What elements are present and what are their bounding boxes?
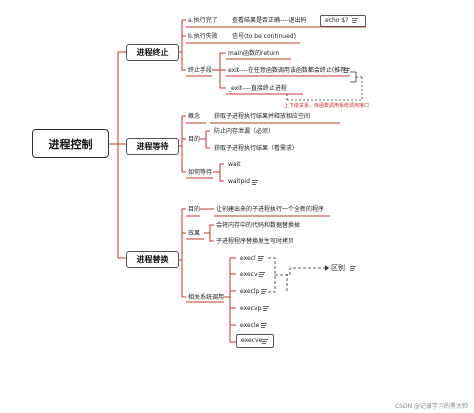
section-label: 进程终止	[136, 48, 169, 57]
node-prevent-leak[interactable]: 防止内存泄漏（必须）	[214, 128, 275, 135]
node-main-return[interactable]: main函数的return	[228, 50, 280, 57]
note-icon[interactable]	[259, 272, 265, 277]
note-icon[interactable]	[261, 289, 267, 294]
node-failed[interactable]: b.执行失败	[188, 33, 218, 40]
note-icon[interactable]	[261, 323, 267, 328]
node-replace-code[interactable]: 会将内存中的代码和数据替换掉	[216, 222, 301, 229]
node-execlp[interactable]: execlp	[240, 288, 260, 295]
node-exec-purpose[interactable]: 目的	[188, 206, 201, 213]
node-wait[interactable]: wait	[228, 161, 241, 168]
node-finished[interactable]: a.执行完了	[188, 17, 218, 24]
note-icon[interactable]	[263, 306, 269, 311]
note-icon[interactable]	[352, 18, 358, 23]
node-underscore-exit[interactable]: _exit----直接终止进程	[228, 85, 287, 92]
section-process-replace[interactable]: 进程替换	[126, 251, 179, 268]
node-check-result[interactable]: 查看结果是否正确----退出码	[232, 17, 307, 24]
watermark: CSDN @记录学习的黑大帅	[394, 403, 468, 410]
node-waitpid[interactable]: waitpid	[228, 178, 250, 185]
note-icon[interactable]	[350, 266, 356, 271]
node-concept-detail[interactable]: 获取子进程执行结果并释放相应空间	[214, 113, 311, 120]
node-difference[interactable]: 区别	[331, 264, 345, 272]
node-execvp[interactable]: execvp	[240, 305, 262, 312]
node-execl[interactable]: execl	[240, 255, 256, 262]
node-syscalls[interactable]: 相关系统调用	[188, 294, 225, 301]
node-how-wait[interactable]: 如何等待	[188, 169, 213, 176]
section-process-termination[interactable]: 进程终止	[126, 44, 179, 61]
section-label: 进程等待	[136, 142, 169, 151]
section-process-wait[interactable]: 进程等待	[126, 138, 179, 155]
node-termination-methods[interactable]: 终止手段	[188, 67, 213, 74]
node-execve[interactable]: execve	[236, 334, 274, 348]
note-relationship: 上下级关系，库函数调用系统调用接口	[284, 103, 370, 109]
node-execv[interactable]: execv	[240, 271, 258, 278]
section-label: 进程替换	[136, 255, 169, 264]
node-get-result[interactable]: 获取子进程执行结果（看需求）	[214, 145, 299, 152]
node-echo[interactable]: echo $?	[320, 15, 366, 27]
node-purpose[interactable]: 目的	[188, 136, 201, 143]
note-icon[interactable]	[344, 68, 350, 73]
node-signal[interactable]: 信号(to be continued)	[232, 33, 296, 40]
node-cow[interactable]: 子进程程序替换发生写时拷贝	[216, 238, 295, 245]
root-label: 进程控制	[48, 137, 93, 151]
node-effect[interactable]: 效果	[188, 230, 201, 237]
node-exit[interactable]: exit----在任意函数调用该函数都会终止(推荐)	[228, 67, 349, 74]
note-icon[interactable]	[252, 180, 258, 185]
root-node[interactable]: 进程控制	[32, 129, 109, 158]
note-icon[interactable]	[258, 256, 264, 261]
execve-label: execve	[241, 337, 263, 344]
echo-label: echo $?	[325, 17, 349, 24]
note-icon[interactable]	[262, 339, 268, 344]
node-exec-purpose-detail[interactable]: 让创建出来的子进程执行一个全新的程序	[216, 206, 325, 213]
node-execle[interactable]: execle	[240, 322, 260, 329]
node-concept[interactable]: 概念	[188, 113, 201, 120]
